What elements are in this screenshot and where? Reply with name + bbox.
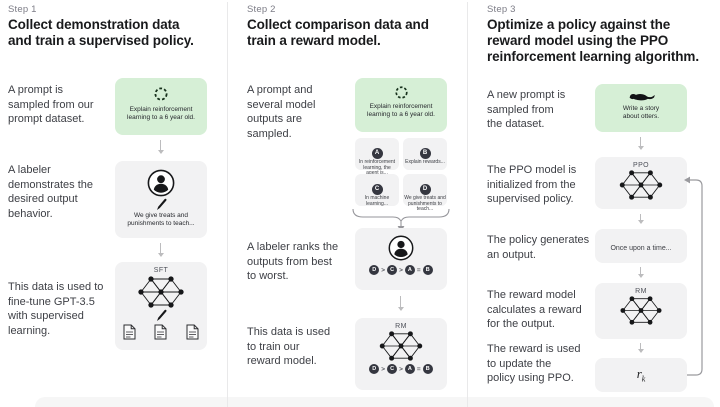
rank-separator: > [399,365,403,373]
reward-symbol: rk [636,366,646,384]
step3-text-update: The reward is used to update the policy … [487,343,581,384]
step3-text-init: The PPO model is initialized from the su… [487,164,577,205]
document-icon [186,324,199,340]
step1-text-labeler: A labeler demonstrates the desired outpu… [8,164,93,220]
step1-labeler-box: We give treats and punishments to teach.… [115,161,207,238]
feedback-loop-arrow [684,176,703,376]
documents-icons [115,324,207,340]
step3-rm-box: RM [595,283,687,339]
output-letter: D [419,183,431,195]
generated-output-text: Once upon a time... [610,245,672,252]
output-letter: B [419,147,431,159]
otter-icon [629,93,655,101]
ranking-row: D > C > A = B [355,364,447,374]
refresh-icon [394,86,408,99]
step2-prompt-box: Explain reinforcement learning to a 6 ye… [355,78,447,132]
rank-letter: B [422,364,433,374]
down-arrow [637,137,644,150]
model-outputs: A In reinforcement learning, the agent i… [355,138,447,212]
step2-text-train: This data is used to train our reward mo… [247,326,331,367]
step2-text-prompt: A prompt and several model outputs are s… [247,84,316,140]
rank-letter: A [404,265,415,275]
step1-prompt-box: Explain reinforcement learning to a 6 ye… [115,78,207,135]
rank-separator: = [416,266,421,274]
labeler-person-icon [388,235,414,261]
column-divider [227,2,228,407]
document-icon [123,324,136,340]
sft-label: SFT [153,267,169,274]
step3-title: Optimize a policy against the reward mod… [487,17,699,64]
step1-demo-text: We give treats and punishments to teach.… [127,212,195,227]
output-letter: C [371,183,383,195]
step1-text-prompt: A prompt is sampled from our prompt data… [8,84,94,125]
step2-label: Step 2 [247,4,276,15]
step2-text-rank: A labeler ranks the outputs from best to… [247,241,339,282]
rank-separator: = [416,365,421,373]
step1-title: Collect demonstration data and train a s… [8,17,194,48]
step1-sft-box: SFT [115,262,207,350]
down-arrow [637,267,644,278]
rank-separator: > [381,266,386,274]
output-text: In machine learning... [364,195,390,207]
labeler-person-icon [147,169,175,197]
rm-label: RM [635,288,647,295]
rank-separator: > [381,365,386,373]
output-card-b: B Explain rewards... [403,138,447,170]
rank-separator: > [399,266,403,274]
rank-letter: D [369,364,380,374]
step2-title: Collect comparison data and train a rewa… [247,17,429,48]
step3-label: Step 3 [487,4,516,15]
down-arrow [637,343,644,353]
step3-prompt-text: Write a story about otters. [622,105,660,120]
step3-text-output: The policy generates an output. [487,234,590,261]
step2-prompt-text: Explain reinforcement learning to a 6 ye… [367,103,435,118]
neural-net-icon [379,331,423,361]
rank-letter: C [387,364,398,374]
step3-ppo-box: PPO [595,157,687,209]
rm-label: RM [395,323,407,330]
next-section-card-edge [35,397,714,407]
output-text: We give treats and punishments to teach.… [404,195,446,213]
pencil-icon [157,309,167,321]
down-arrow [157,140,164,154]
neural-net-icon [619,170,663,200]
step1-prompt-text: Explain reinforcement learning to a 6 ye… [127,106,195,121]
output-text: In reinforcement learning, the agent is.… [358,159,396,176]
step2-labeler-box: D > C > A = B [355,228,447,290]
step3-text-reward: The reward model calculates a reward for… [487,289,582,330]
step1-label: Step 1 [8,4,37,15]
rank-letter: A [404,364,415,374]
step3-reward-box: rk [595,358,687,392]
output-card-a: A In reinforcement learning, the agent i… [355,138,399,176]
rank-letter: D [369,265,380,275]
column-divider [467,2,468,407]
refresh-icon [154,87,168,101]
neural-net-icon [138,276,184,308]
output-card-d: D We give treats and punishments to teac… [403,174,447,212]
rank-letter: B [422,265,433,275]
document-icon [154,324,167,340]
down-arrow [157,243,164,257]
output-letter: A [371,147,383,159]
pencil-icon [157,198,167,210]
rank-letter: C [387,265,398,275]
step1-text-finetune: This data is used to fine-tune GPT-3.5 w… [8,281,104,337]
ppo-label: PPO [633,162,649,169]
step3-output-box: Once upon a time... [595,229,687,263]
ranking-row: D > C > A = B [355,265,447,275]
down-arrow [637,214,644,224]
down-arrow [397,296,404,311]
neural-net-icon [620,296,662,325]
step2-rm-box: RM D > C > A = B [355,318,447,390]
output-text: Explain rewards... [405,159,445,165]
step3-text-prompt: A new prompt is sampled from the dataset… [487,89,566,130]
output-card-c: C In machine learning... [355,174,399,206]
step3-prompt-box: Write a story about otters. [595,84,687,132]
